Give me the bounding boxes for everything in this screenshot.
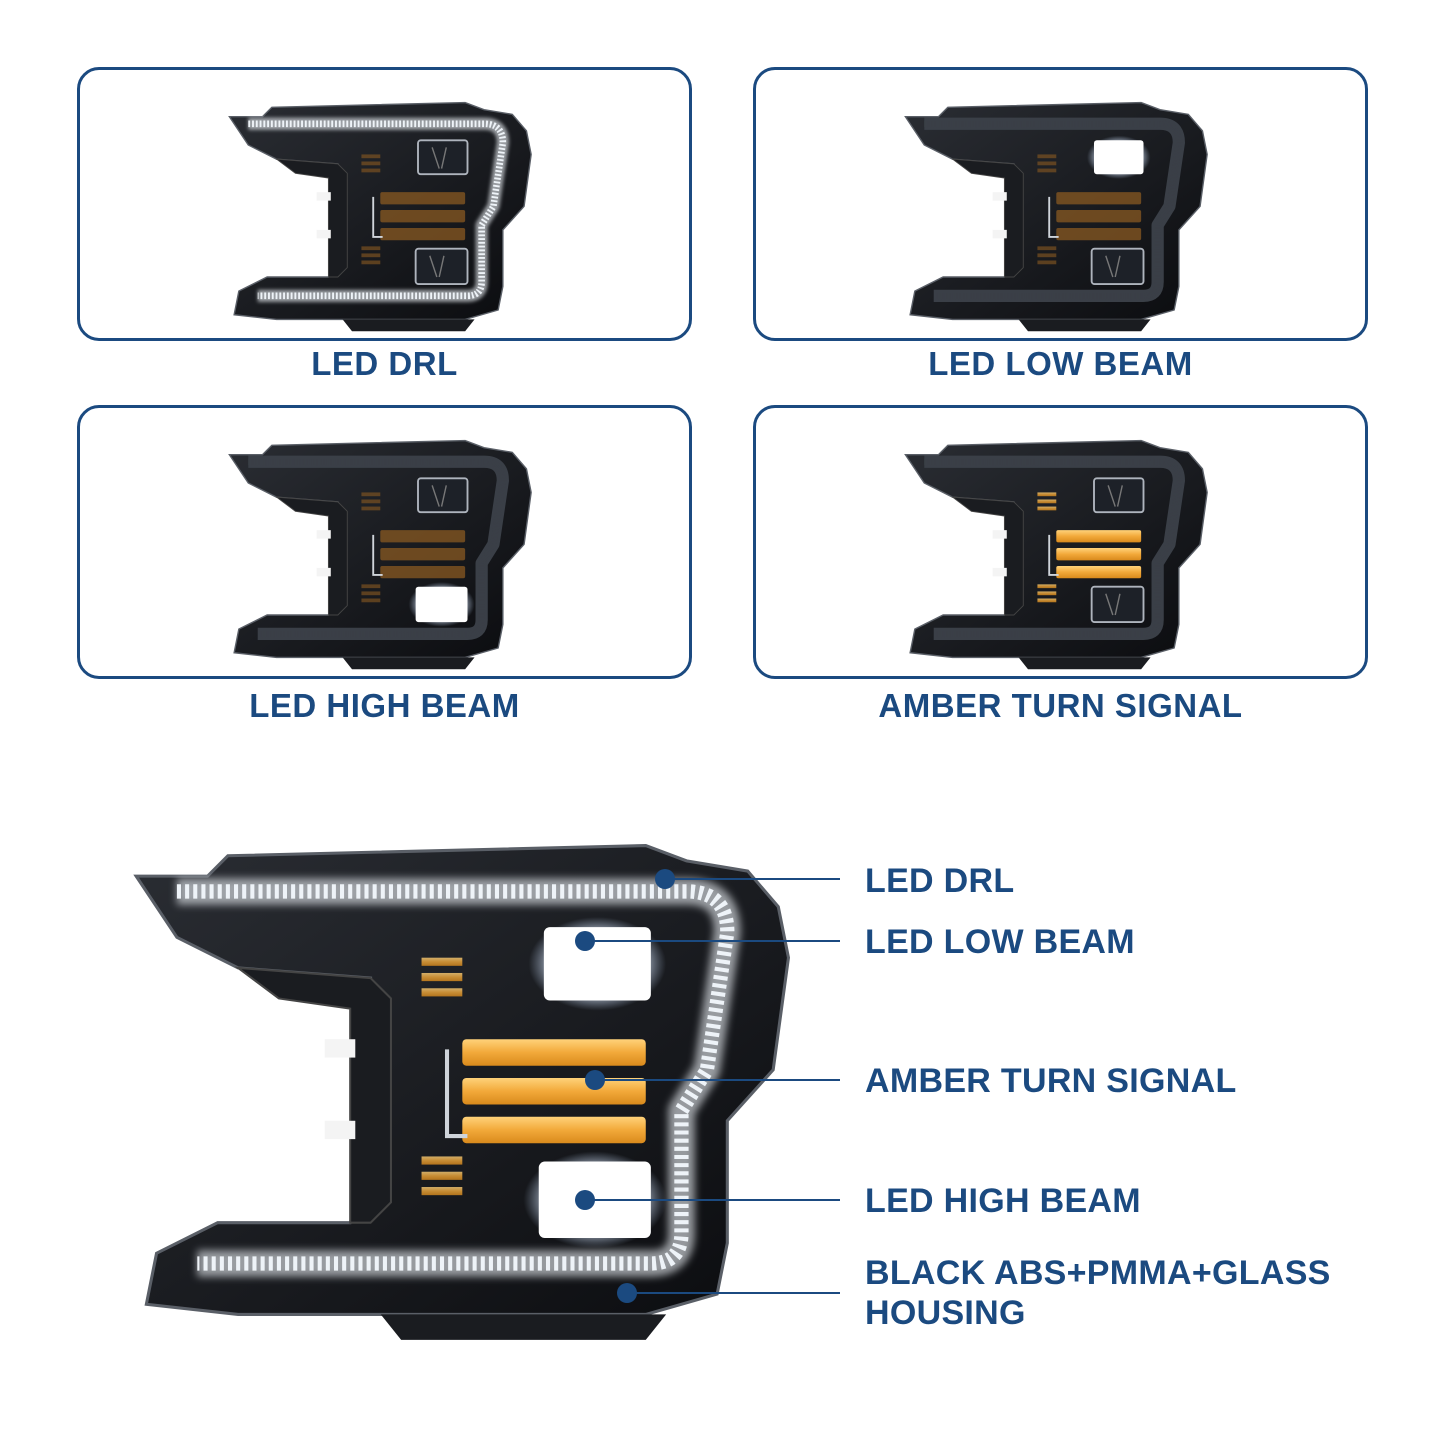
headlight-low-beam-image xyxy=(903,101,1208,332)
headlight-drl-image xyxy=(227,101,532,332)
caption-low-beam: LED LOW BEAM xyxy=(928,345,1193,382)
callout-line-housing xyxy=(627,1292,840,1294)
mode-card-drl xyxy=(77,67,692,341)
callout-dot-drl xyxy=(655,869,675,889)
callout-line-high-beam xyxy=(585,1199,840,1201)
caption-turn-signal: AMBER TURN SIGNAL xyxy=(878,687,1243,724)
mode-card-low-beam xyxy=(753,67,1368,341)
callout-label-low-beam: LED LOW BEAM xyxy=(865,923,1135,961)
callout-label-housing: BLACK ABS+PMMA+GLASS HOUSING xyxy=(865,1253,1331,1333)
caption-high-beam: LED HIGH BEAM xyxy=(249,687,520,724)
mode-card-turn-signal xyxy=(753,405,1368,679)
callout-dot-high-beam xyxy=(575,1190,595,1210)
callout-line-turn-signal xyxy=(595,1079,840,1081)
callout-label-housing-line1: BLACK ABS+PMMA+GLASS xyxy=(865,1254,1331,1292)
headlight-high-beam-image xyxy=(227,439,532,670)
callout-label-drl: LED DRL xyxy=(865,862,1015,900)
mode-card-high-beam xyxy=(77,405,692,679)
callout-label-housing-line2: HOUSING xyxy=(865,1294,1026,1332)
callout-dot-low-beam xyxy=(575,931,595,951)
callout-label-high-beam: LED HIGH BEAM xyxy=(865,1182,1141,1220)
callout-label-turn-signal: AMBER TURN SIGNAL xyxy=(865,1062,1237,1100)
callout-dot-housing xyxy=(617,1283,637,1303)
headlight-main-image xyxy=(133,844,791,1340)
callout-line-drl xyxy=(665,878,840,880)
headlight-turn-signal-image xyxy=(903,439,1208,670)
callout-line-low-beam xyxy=(585,940,840,942)
caption-drl: LED DRL xyxy=(311,345,458,382)
callout-dot-turn-signal xyxy=(585,1070,605,1090)
